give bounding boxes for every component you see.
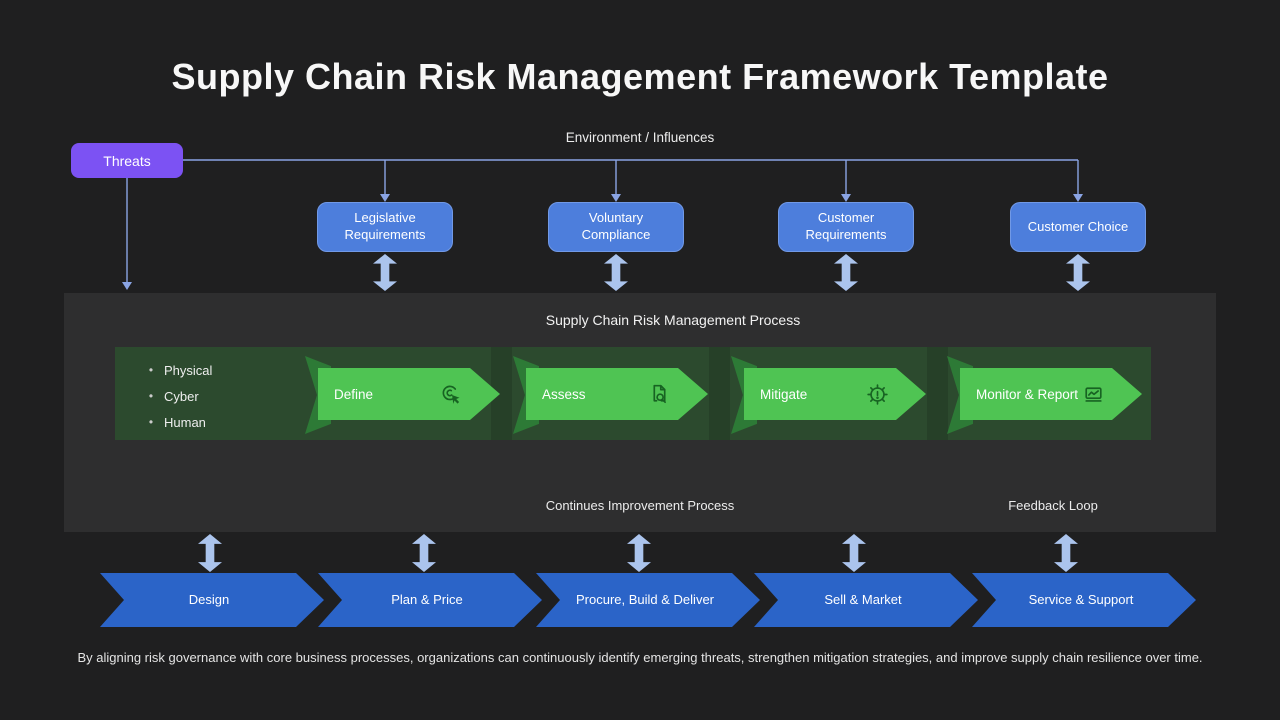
process-panel-title: Supply Chain Risk Management Process [545, 312, 801, 328]
band-divider [709, 347, 730, 440]
risk-type-item: Cyber [138, 383, 212, 409]
double-arrow-icon [627, 534, 651, 572]
bullet-icon [138, 415, 164, 429]
influence-node-legislative-requirements: Legislative Requirements [317, 202, 453, 252]
influence-node-customer-choice: Customer Choice [1010, 202, 1146, 252]
continues-improvement-label: Continues Improvement Process [545, 498, 735, 513]
chain-step-procure-build-deliver: Procure, Build & Deliver [536, 573, 760, 627]
step-label: Assess [542, 386, 586, 402]
page-title: Supply Chain Risk Management Framework T… [171, 56, 1109, 97]
double-arrow-icon [604, 254, 628, 291]
process-step-assess: Assess [526, 368, 708, 420]
chain-step-label: Procure, Build & Deliver [576, 591, 714, 607]
chain-step-label: Design [188, 591, 230, 607]
risk-type-item: Human [138, 409, 212, 435]
threats-node: Threats [71, 143, 183, 178]
chart-report-icon [1081, 382, 1106, 407]
risk-type-label: Cyber [164, 388, 199, 404]
feedback-loop-label: Feedback Loop [1008, 498, 1098, 513]
band-divider [927, 347, 948, 440]
double-arrow-icon [412, 534, 436, 572]
chain-step-plan-price: Plan & Price [318, 573, 542, 627]
chain-step-label: Sell & Market [824, 591, 902, 607]
click-target-icon [439, 382, 464, 407]
bullet-icon [138, 389, 164, 403]
double-arrow-icon [834, 254, 858, 291]
process-step-mitigate: Mitigate [744, 368, 926, 420]
step-label: Monitor & Report [976, 386, 1079, 402]
chain-step-sell-market: Sell & Market [754, 573, 978, 627]
double-arrow-icon [1066, 254, 1090, 291]
band-divider [491, 347, 512, 440]
risk-type-item: Physical [138, 357, 212, 383]
process-step-monitor-report: Monitor & Report [960, 368, 1142, 420]
risk-type-label: Human [164, 414, 206, 430]
influence-node-voluntary-compliance: Voluntary Compliance [548, 202, 684, 252]
bullet-icon [138, 363, 164, 377]
double-arrow-icon [373, 254, 397, 291]
double-arrow-icon [842, 534, 866, 572]
process-step-define: Define [318, 368, 500, 420]
chain-step-label: Plan & Price [391, 591, 463, 607]
step-label: Define [334, 386, 374, 402]
footer-text: By aligning risk governance with core bu… [77, 650, 1203, 665]
risk-type-label: Physical [164, 362, 213, 378]
double-arrow-icon [1054, 534, 1078, 572]
risk-type-list: Physical Cyber Human [138, 357, 212, 435]
chain-step-label: Service & Support [1028, 591, 1134, 607]
step-label: Mitigate [760, 386, 808, 402]
chain-step-service-support: Service & Support [972, 573, 1196, 627]
environment-influences-label: Environment / Influences [565, 130, 715, 145]
influence-node-customer-requirements: Customer Requirements [778, 202, 914, 252]
chain-step-design: Design [100, 573, 324, 627]
document-search-icon [647, 382, 672, 407]
gear-alert-icon [865, 382, 890, 407]
double-arrow-icon [198, 534, 222, 572]
